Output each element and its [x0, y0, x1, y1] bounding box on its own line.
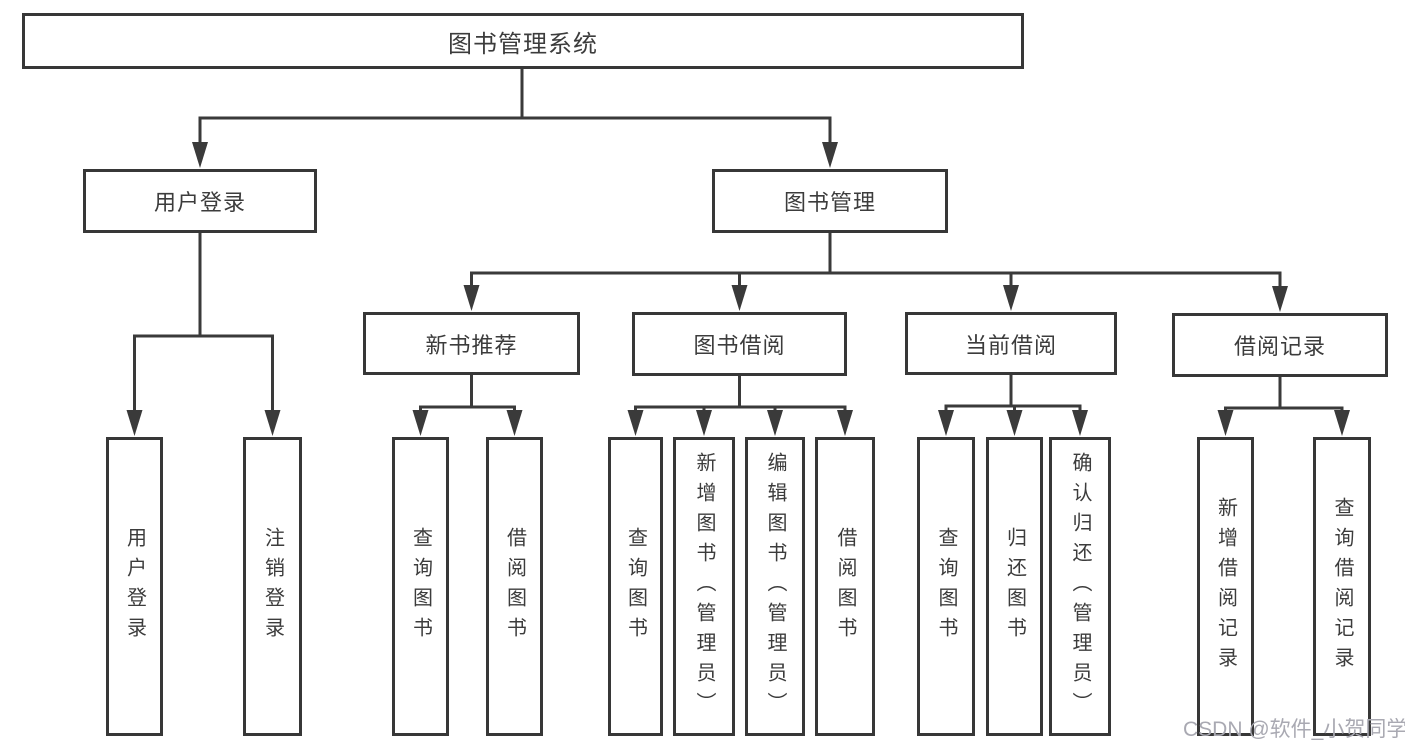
leaf-user-login: 用户登录: [106, 437, 163, 736]
connector-book-borrow-to-leaves: [627, 376, 853, 436]
connector-new-book-to-leaves: [412, 375, 523, 436]
node-book-mgmt: 图书管理: [712, 169, 948, 233]
connector-current-borrow-to-leaves: [938, 375, 1088, 436]
connector-borrow-record-to-leaves: [1217, 377, 1350, 436]
leaf-borrow-books-1: 借阅图书: [486, 437, 543, 736]
node-new-book-recommend: 新书推荐: [363, 312, 580, 375]
leaf-add-books-admin: 新增图书（管理员）: [673, 437, 735, 736]
leaf-borrow-books-2: 借阅图书: [815, 437, 875, 736]
node-book-borrow: 图书借阅: [632, 312, 847, 376]
node-borrow-record: 借阅记录: [1172, 313, 1388, 377]
leaf-logout: 注销登录: [243, 437, 302, 736]
node-user-login: 用户登录: [83, 169, 317, 233]
leaf-query-books-2: 查询图书: [608, 437, 663, 736]
leaf-return-books: 归还图书: [986, 437, 1043, 736]
leaf-query-borrow-record: 查询借阅记录: [1313, 437, 1371, 736]
leaf-query-books-1: 查询图书: [392, 437, 449, 736]
leaf-edit-books-admin: 编辑图书（管理员）: [745, 437, 805, 736]
connector-user-login-to-leaves: [126, 233, 281, 436]
connector-book-mgmt-to-level3: [463, 233, 1288, 312]
leaf-add-borrow-record: 新增借阅记录: [1197, 437, 1254, 736]
csdn-watermark: CSDN @软件_小贺同学: [1183, 718, 1405, 741]
leaf-confirm-return-admin: 确认归还（管理员）: [1049, 437, 1111, 736]
connector-root-to-level2: [192, 69, 838, 168]
node-root-system: 图书管理系统: [22, 13, 1024, 69]
leaf-query-books-3: 查询图书: [917, 437, 975, 736]
node-current-borrow: 当前借阅: [905, 312, 1117, 375]
